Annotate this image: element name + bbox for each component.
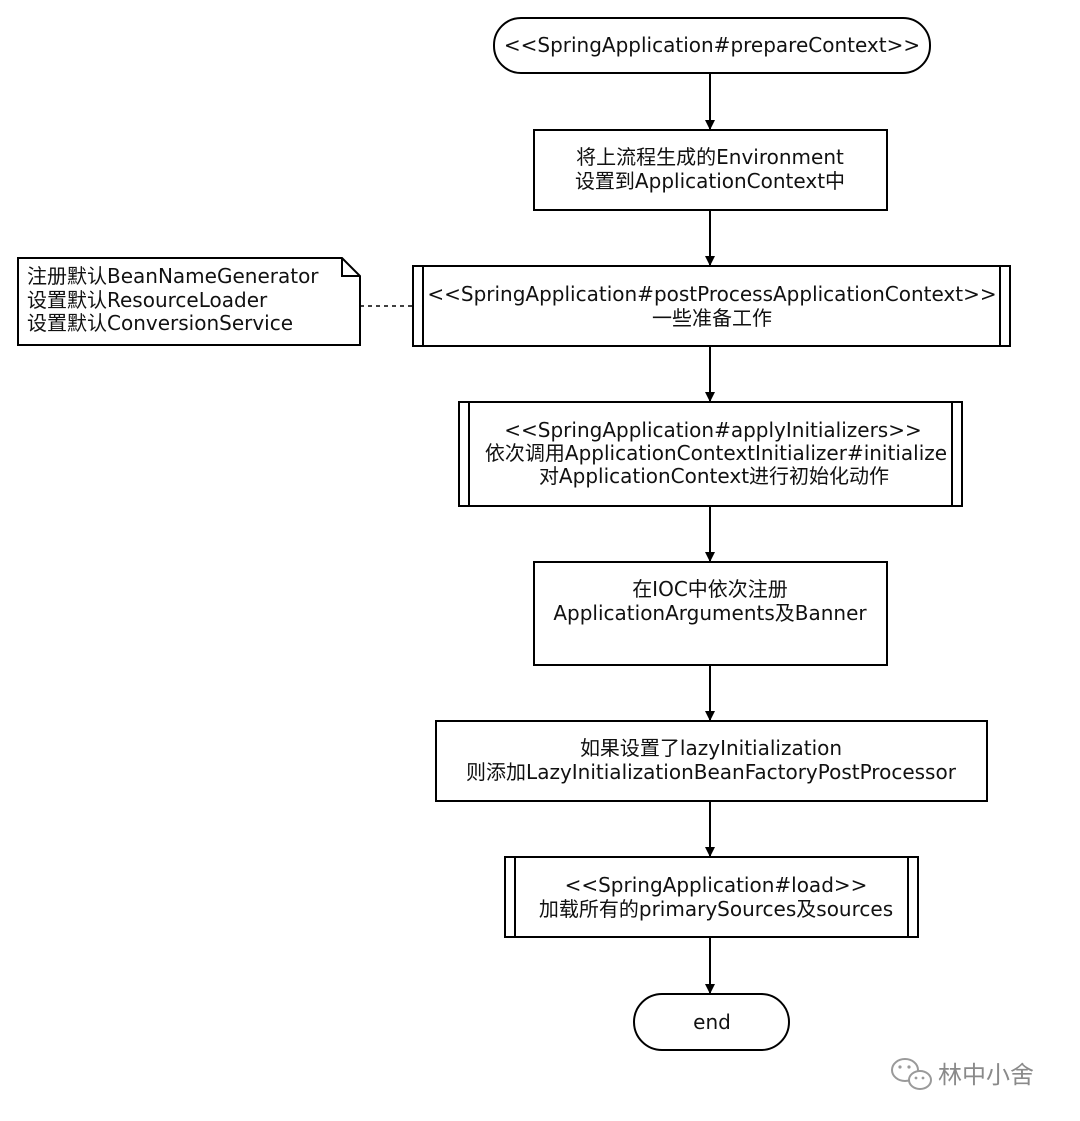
step-apply-initializers-line-3: 对ApplicationContext进行初始化动作 (539, 464, 889, 488)
step-load-sources-line-2: 加载所有的primarySources及sources (539, 897, 893, 921)
step-lazy-initialization-line-1: 如果设置了lazyInitialization (580, 736, 842, 760)
step-register-ioc-line-2: ApplicationArguments及Banner (553, 601, 867, 625)
wechat-icon (891, 1058, 932, 1090)
step-post-process: <<SpringApplication#postProcessApplicati… (412, 265, 1011, 347)
annotation-note-line-2: 设置默认ResourceLoader (27, 288, 268, 312)
step-post-process-line-1: <<SpringApplication#postProcessApplicati… (427, 282, 996, 306)
start-node-label: <<SpringApplication#prepareContext>> (504, 33, 920, 57)
start-node: <<SpringApplication#prepareContext>> (493, 17, 931, 74)
step-set-environment-line-2: 设置到ApplicationContext中 (575, 169, 845, 193)
watermark-text: 林中小舍 (938, 1061, 1034, 1089)
annotation-note-line-1: 注册默认BeanNameGenerator (27, 264, 319, 288)
step-apply-initializers: <<SpringApplication#applyInitializers>> … (458, 401, 963, 507)
step-set-environment-line-1: 将上流程生成的Environment (576, 145, 844, 169)
step-set-environment: 将上流程生成的Environment 设置到ApplicationContext… (533, 129, 888, 211)
step-register-ioc: 在IOC中依次注册 ApplicationArguments及Banner (533, 561, 888, 666)
step-load-sources-line-1: <<SpringApplication#load>> (565, 873, 868, 897)
step-apply-initializers-line-1: <<SpringApplication#applyInitializers>> (504, 418, 921, 442)
annotation-note: 注册默认BeanNameGenerator 设置默认ResourceLoader… (17, 257, 361, 346)
watermark: 林中小舍 (891, 1058, 1034, 1090)
step-post-process-line-2: 一些准备工作 (652, 306, 772, 330)
annotation-note-line-3: 设置默认ConversionService (27, 311, 293, 335)
end-node-label: end (693, 1010, 731, 1034)
end-node: end (633, 993, 790, 1051)
step-apply-initializers-line-2: 依次调用ApplicationContextInitializer#initia… (485, 441, 947, 465)
step-register-ioc-line-1: 在IOC中依次注册 (632, 577, 788, 601)
step-load-sources: <<SpringApplication#load>> 加载所有的primaryS… (504, 856, 919, 938)
step-lazy-initialization-line-2: 则添加LazyInitializationBeanFactoryPostProc… (466, 760, 957, 784)
step-lazy-initialization: 如果设置了lazyInitialization 则添加LazyInitializ… (435, 720, 988, 802)
